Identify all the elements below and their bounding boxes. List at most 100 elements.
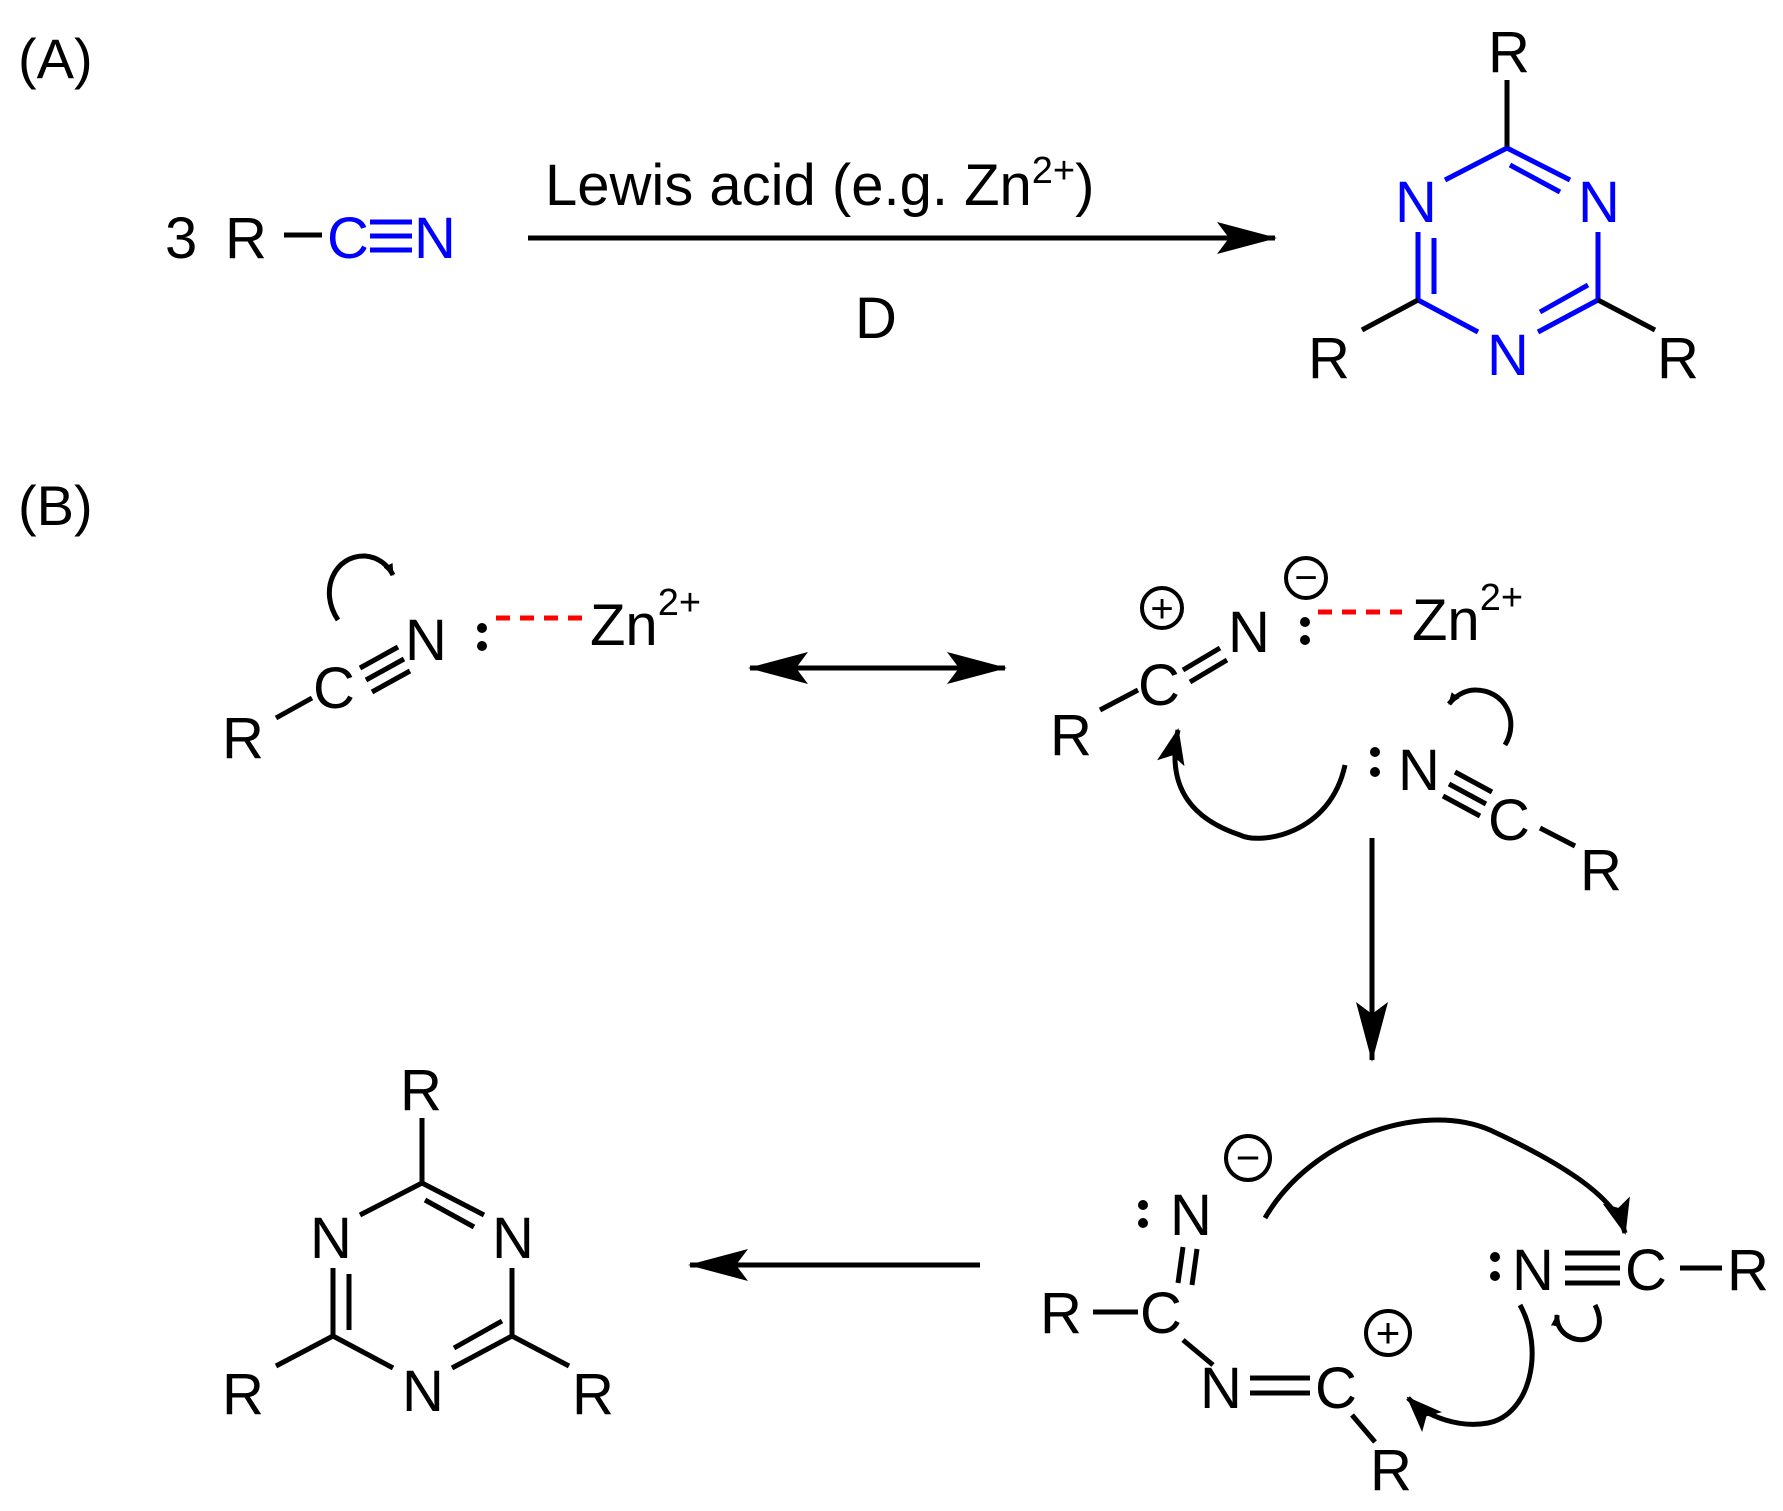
third-nitrile: N C R [1406,1238,1769,1432]
reactant-r-label: R [225,206,267,271]
svg-text:+: + [1150,587,1173,631]
complex1-triple-3 [370,668,412,695]
lone-pair-dot-1 [477,623,487,633]
lone-pair-dot-3 [1300,617,1310,627]
triazine-a-bond-6b [1538,282,1590,315]
condition-close: ) [1075,153,1094,218]
triazine-a-r-right: R [1657,326,1699,391]
complex1-n-label: N [405,608,447,673]
complex1-r-c-bond [274,695,314,721]
lone-pair-dot-5 [1370,747,1380,757]
triazine-b-r-top: R [400,1058,442,1123]
triazine-b-bond-6 [450,1333,514,1371]
triazine-b-n-right: N [492,1206,534,1271]
nitrile2-n-label: N [1398,738,1440,803]
lone-pair-dot-10 [1490,1271,1500,1281]
nitrile3-c-label: C [1625,1238,1667,1303]
dimer-intermediate: N − R C N C + R [1040,1117,1630,1503]
curved-arrow-small [1550,1303,1602,1343]
triazine-product-b: R N N N R R [222,1058,614,1427]
nitrile2-r-label: R [1580,838,1622,903]
complex2-c-label: C [1138,653,1180,718]
nitrile2-triple-3 [1441,793,1482,819]
svg-text:−: − [1294,556,1317,600]
reactant-c-label: C [327,206,369,271]
condition-above: Lewis acid (e.g. Zn2+) [545,150,1094,218]
dimer-double-2 [1189,1248,1200,1286]
dimer-c-n-bond [1181,1338,1215,1367]
nitrile2-c-label: C [1488,788,1530,853]
lone-pair-dot-2 [477,641,487,651]
plus-charge-2: + [1364,1309,1412,1357]
complex2-n-label: N [1228,600,1270,665]
complex1-r-label: R [222,706,264,771]
dimer-c-r-bond [1350,1413,1377,1444]
curved-arrow-lone-pair [1447,687,1514,747]
complex2-double-2 [1188,657,1229,685]
lone-pair-dot-8 [1138,1218,1148,1228]
scheme-a-reactant: 3 R C N [165,206,456,271]
condition-charge: 2+ [1032,150,1075,192]
coefficient-label: 3 [165,206,197,271]
lone-pair-dot-9 [1490,1252,1500,1262]
triazine-a-bond-5 [1416,297,1480,335]
dimer-c-left: C [1140,1281,1182,1346]
triazine-a-bond-1 [1443,145,1509,183]
nitrile3-n-label: N [1512,1238,1554,1303]
dimer-r-left: R [1040,1281,1082,1346]
complex1-metal: Zn2+ [590,582,701,658]
triazine-a-bond-2 [1505,145,1572,183]
triazine-b-r-right: R [572,1362,614,1427]
activated-complex: R C N Zn2+ + − [1050,556,1523,768]
dimer-n-top: N [1170,1183,1212,1248]
lone-pair-dot-6 [1370,767,1380,777]
triazine-a-bond-2b [1508,162,1562,195]
complex1-triple-2 [364,656,406,683]
panel-label-b: (B) [18,474,93,537]
condition-text: Lewis acid (e.g. Zn [545,153,1032,218]
dimer-n-mid: N [1200,1356,1242,1421]
triazine-a-n-bottom: N [1487,323,1529,388]
triazine-b-bond-5 [331,1333,395,1371]
dimer-r-bottom: R [1370,1438,1412,1503]
complex2-double-1 [1181,645,1222,673]
triazine-a-bond-6 [1536,297,1600,335]
complex2-r-c-bond [1098,687,1140,713]
minus-charge-2: − [1224,1134,1272,1182]
svg-text:−: − [1236,1134,1261,1181]
triazine-a-r-left: R [1308,326,1350,391]
triazine-b-bond-1 [358,1180,424,1218]
nitrile2-triple-1 [1453,769,1494,795]
complex2-r-label: R [1050,703,1092,768]
condition-below: D [855,286,897,351]
nitrile2-triple-2 [1447,781,1488,807]
dimer-double-1 [1175,1246,1186,1284]
dimer-c-right: C [1315,1356,1357,1421]
nitrile-zn-complex: R C N Zn2+ [222,553,701,771]
nitrile3-r-label: R [1727,1238,1769,1303]
triazine-a-n-right: N [1578,170,1620,235]
triazine-b-n-bottom: N [402,1359,444,1424]
triazine-product-a: R N N N R R [1308,20,1699,391]
panel-label-a: (A) [18,27,93,90]
curved-arrow-resonance [326,553,396,622]
minus-charge-1: − [1284,556,1328,600]
complex1-c-label: C [313,656,355,721]
lone-pair-dot-4 [1300,635,1310,645]
triazine-b-bond-2b [423,1197,476,1230]
scheme-a-arrow: Lewis acid (e.g. Zn2+) D [528,150,1277,351]
complex2-metal-charge: 2+ [1480,577,1523,619]
triazine-a-r-right-bond [1596,297,1657,333]
triazine-b-r-left: R [222,1362,264,1427]
triazine-b-r-right-bond [510,1333,571,1369]
triazine-a-r-left-bond [1360,297,1420,333]
complex2-metal-symbol: Zn [1412,588,1480,653]
complex1-triple-1 [358,644,400,671]
curved-arrow-ring-close [1406,1303,1535,1432]
triazine-a-r-top: R [1488,20,1530,85]
triazine-b-n-left: N [310,1206,352,1271]
complex1-metal-symbol: Zn [590,593,658,658]
curved-arrow-attack [1157,728,1348,841]
triazine-a-n-left: N [1395,170,1437,235]
